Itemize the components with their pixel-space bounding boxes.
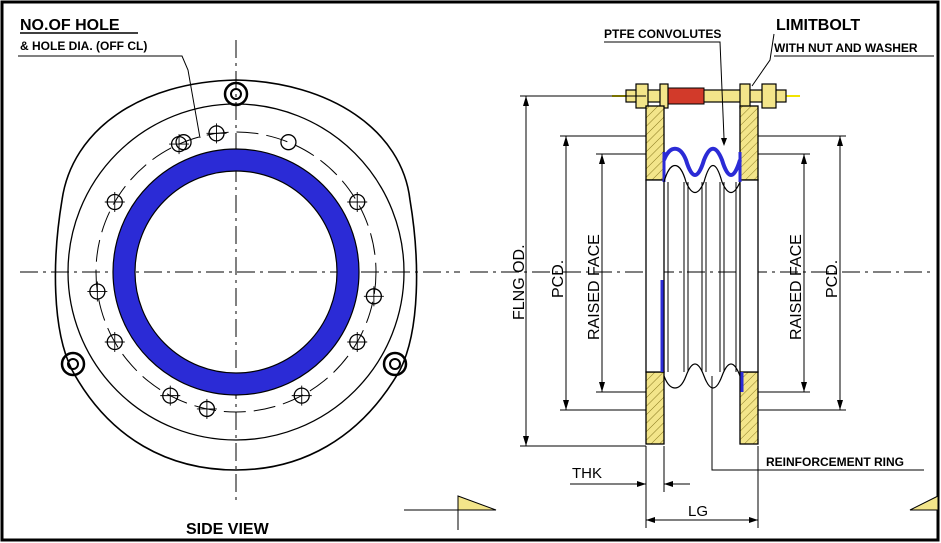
nut-right-inner <box>739 83 751 109</box>
convolute-walls <box>667 182 737 372</box>
bolt-hole <box>363 286 384 307</box>
lining-inner-edge <box>134 170 338 374</box>
left-flange-bottom <box>645 371 665 445</box>
ptfe-leader <box>604 41 725 139</box>
ptfe-convolutes-label: PTFE CONVOLUTES <box>604 27 721 41</box>
bolt-hole <box>347 332 368 352</box>
right-flange-top <box>739 105 759 181</box>
nut-right-outer <box>761 83 777 109</box>
bolt-hole <box>291 385 312 406</box>
convolutes-bottom <box>663 363 741 389</box>
right-flange-middle <box>739 179 759 373</box>
bolt-hole <box>280 134 297 151</box>
lining-outer-edge <box>112 148 360 396</box>
limit-bolt-hole-right <box>382 351 408 377</box>
hole-dia-label: & HOLE DIA. (OFF CL) <box>20 39 147 53</box>
ptfe-leader-arrow <box>721 138 727 146</box>
bolt-hole <box>206 123 227 144</box>
lg-label: LG <box>688 503 708 520</box>
thk-label: THK <box>572 465 602 482</box>
flng-od-label: FLNG OD. <box>511 244 528 320</box>
side-view-label: SIDE VIEW <box>186 521 270 538</box>
limit-bolt-sleeve <box>663 87 705 105</box>
section-arrow-left <box>457 495 497 511</box>
bolt-hole <box>169 134 190 155</box>
raised-face-left-label: RAISED FACE <box>586 234 603 340</box>
ptfe-lining-ring <box>113 149 359 395</box>
bolt-hole <box>196 398 217 419</box>
ptfe-convolutes-top <box>662 146 742 177</box>
nut-left-inner <box>659 83 669 109</box>
limitbolt-leader <box>751 33 775 87</box>
flange-outer-outline <box>54 79 418 471</box>
no-of-hole-label: NO.OF HOLE <box>20 17 120 34</box>
pcd-circle <box>95 131 377 413</box>
dimension-arrows <box>523 96 843 446</box>
thk-lg-arrows <box>637 481 758 523</box>
bolt-hole <box>104 332 125 352</box>
bolt-hole <box>87 281 108 302</box>
pcd-left-label: PCD. <box>550 260 567 298</box>
side-view <box>18 40 460 505</box>
raised-face-right-label: RAISED FACE <box>788 234 805 340</box>
hole-leader-line <box>18 55 201 139</box>
left-flange-top <box>645 105 665 181</box>
limit-bolt-hole-top <box>223 81 249 107</box>
bolt-holes <box>87 123 384 419</box>
convolute-inner-top <box>663 164 741 194</box>
bolt-hole <box>160 385 181 406</box>
bolt-hole <box>104 192 125 212</box>
with-nut-washer-label: WITH NUT AND WASHER <box>774 41 918 55</box>
left-flange-middle <box>645 179 665 373</box>
bolt-hole <box>347 192 368 212</box>
dimension-lines <box>525 96 841 446</box>
dimension-extensions <box>520 95 846 447</box>
pcd-right-label: PCD. <box>824 260 841 298</box>
section-view <box>404 33 939 530</box>
section-arrow-right <box>909 495 939 511</box>
limit-bolt-hole-left <box>60 351 86 377</box>
limitbolt-label: LIMITBOLT <box>776 17 860 34</box>
reinforcement-ring-label: REINFORCEMENT RING <box>766 455 904 469</box>
